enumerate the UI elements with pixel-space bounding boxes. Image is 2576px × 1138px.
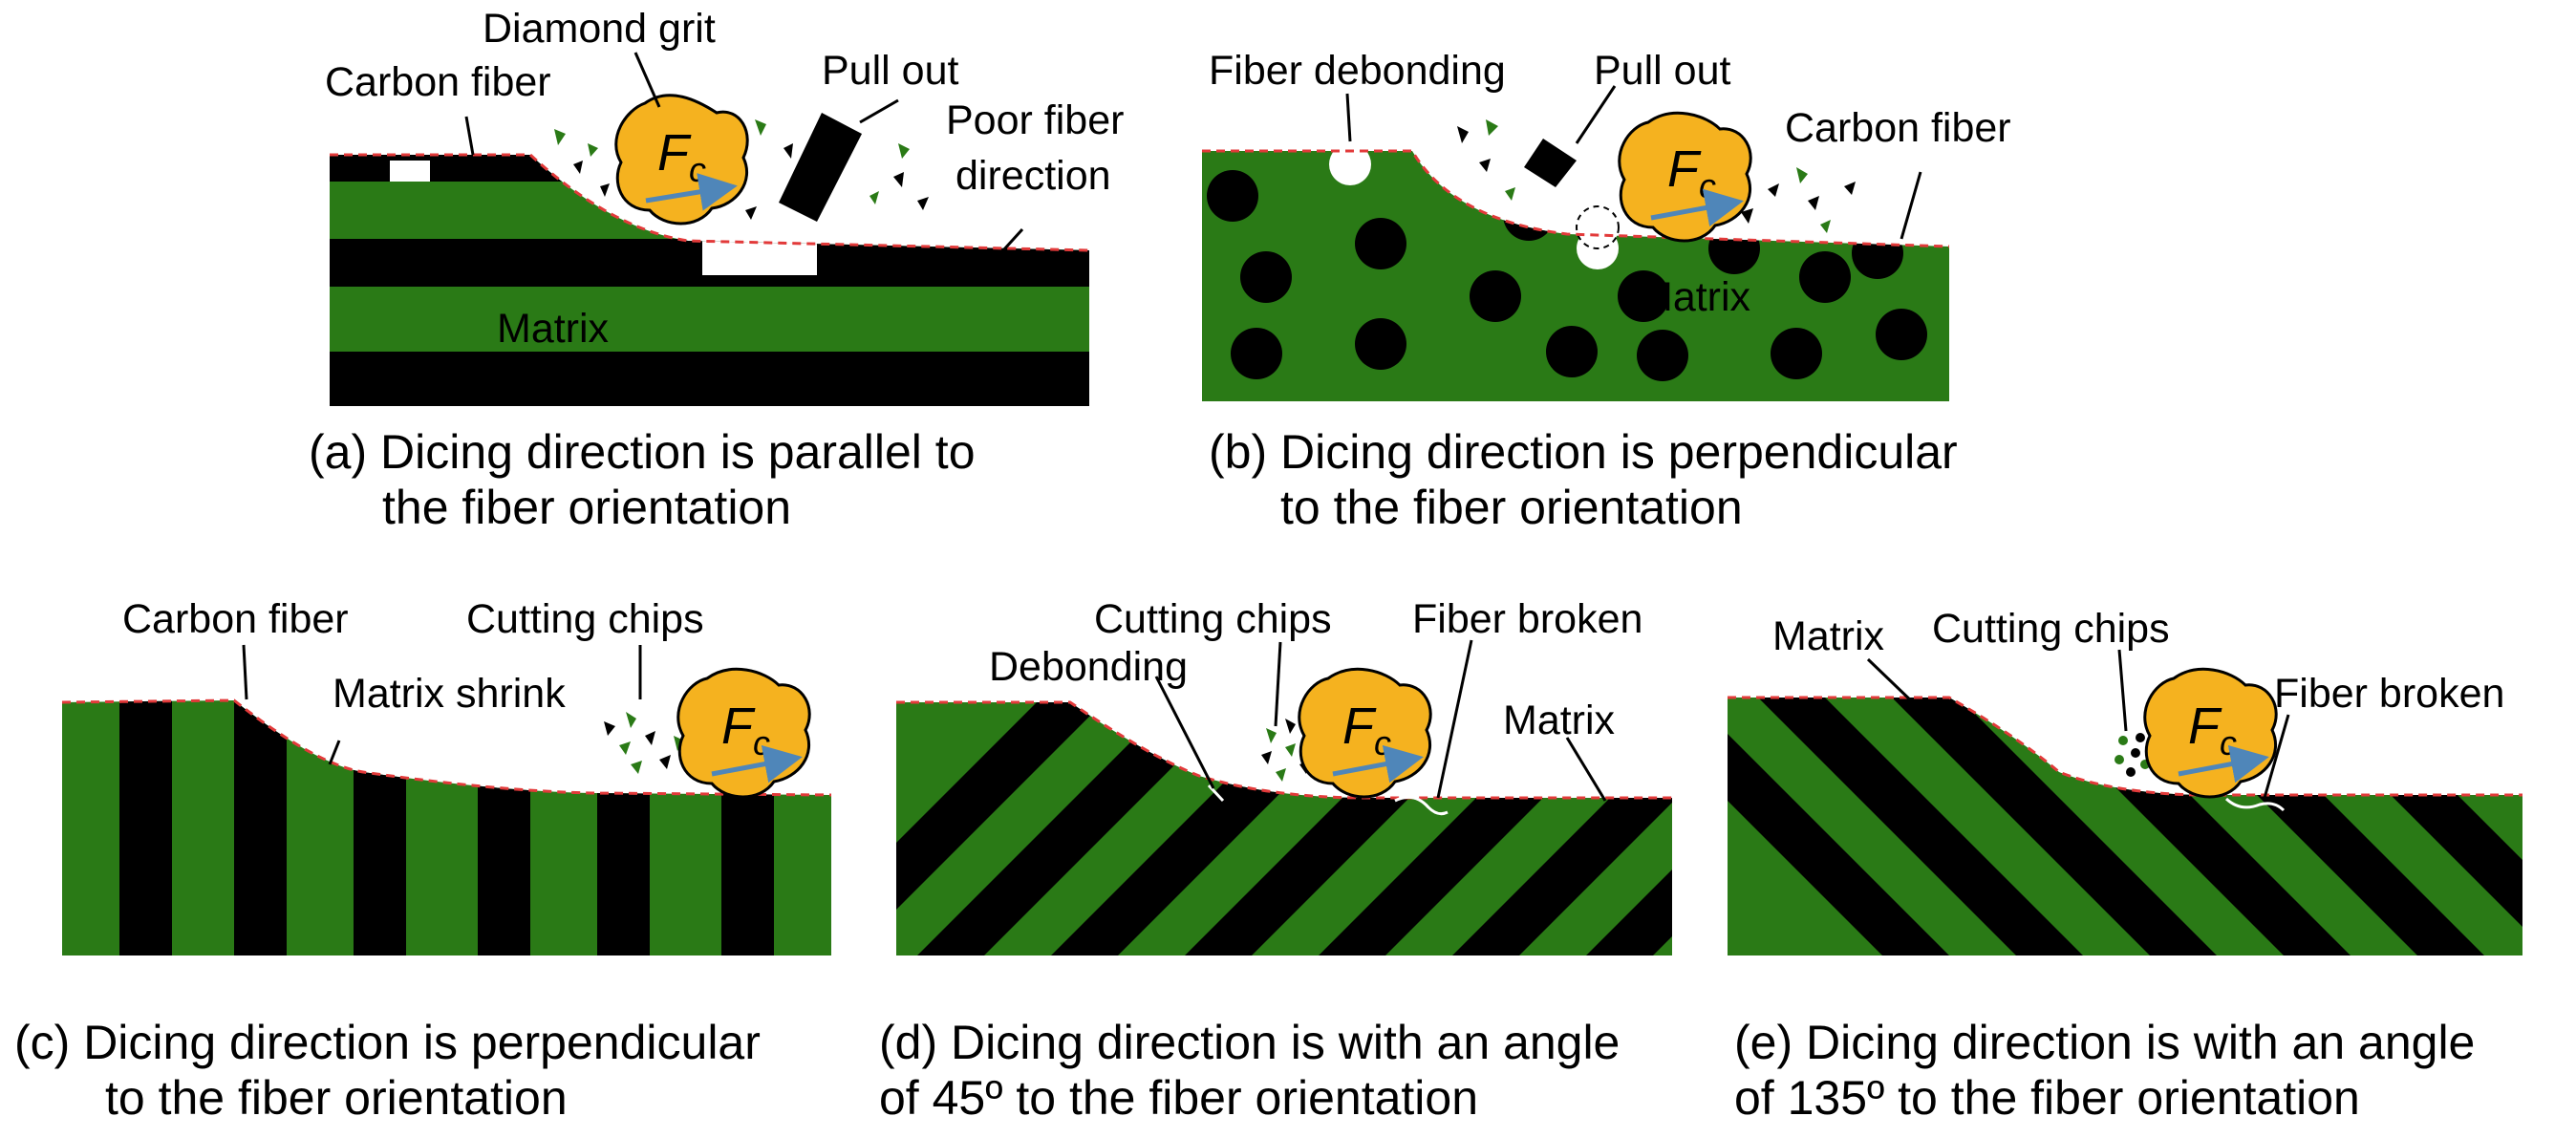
panel-d: Fc Cutting chips Fiber broken Debonding … [879,596,1672,1125]
panel-b-debonding-hole [1329,151,1371,185]
panel-d-fibers [896,702,1672,955]
panel-b-debonded-fiber-outline [1576,205,1620,249]
panel-b-chips [1457,119,1856,233]
panel-b: Fc Fiber debonding Pull out Carbon fiber… [1202,48,2011,534]
panel-c-caption-line1: (c) Dicing direction is perpendicular [14,1016,761,1069]
panel-a-pulled-out-fiber [779,113,862,222]
panel-d-caption-line1: (d) Dicing direction is with an angle [879,1016,1620,1069]
panel-c-label-carbon-fiber: Carbon fiber [122,596,349,642]
panel-e: Fc Matrix Cutting chips Fiber broken (e)… [1728,606,2522,1125]
panel-b-leaders [1345,85,1922,240]
panel-b-label-pull-out: Pull out [1594,48,1730,94]
panel-a-caption-line2: the fiber orientation [382,481,791,534]
panel-e-diamond-grit: Fc [2143,667,2278,799]
panel-b-caption-line1: (b) Dicing direction is perpendicular [1209,425,1958,479]
panel-b-fibers [1207,170,1927,381]
panel-b-diamond-grit: Fc [1618,111,1752,243]
panel-e-force-arrow [2178,744,2269,784]
panel-b-composite [1202,151,1949,401]
panel-d-composite [896,702,1672,955]
panel-c-caption-line2: to the fiber orientation [105,1071,568,1125]
panel-d-fiber-break [1394,795,1449,816]
panel-a: Fc Diamond grit Carbon fiber Pull out Po… [309,6,1124,534]
panel-a-label-direction: direction [955,153,1111,199]
panel-a-leaders [464,52,1024,252]
panel-d-label-cutting-chips: Cutting chips [1094,596,1332,642]
panel-a-profile-line [330,153,1090,252]
panel-d-profile-line [896,700,1672,800]
panel-e-label-matrix: Matrix [1772,613,1885,659]
panel-a-label-matrix: Matrix [497,306,610,352]
panel-c-leaders [242,644,642,765]
panel-a-force-arrow [645,173,738,211]
panel-b-pulled-out-fiber [1524,139,1577,187]
panel-b-label-fiber-debonding: Fiber debonding [1209,48,1506,94]
panel-c-profile-line [61,698,832,797]
panel-a-pullout-cavity [702,239,817,275]
panel-b-label-matrix: Matrix [1639,274,1751,320]
panel-a-caption-line1: (a) Dicing direction is parallel to [309,425,976,479]
panel-b-force-arrow [1650,188,1744,227]
panel-e-label-cutting-chips: Cutting chips [1932,606,2170,652]
panel-e-leaders [1866,649,2290,799]
panel-d-diamond-grit: Fc [1298,667,1432,799]
panel-c-label-cutting-chips: Cutting chips [466,596,704,642]
panel-a-chips [554,119,929,220]
panel-c-force-arrow [711,744,803,784]
panel-d-label-debonding: Debonding [989,644,1188,690]
panel-d-force-arrow [1332,744,1424,784]
panel-e-composite [1728,698,2522,955]
panel-c-diamond-grit: Fc [676,667,811,799]
panel-a-fiber-layer-bottom [330,352,1089,406]
panel-a-label-diamond-grit: Diamond grit [483,6,716,52]
panel-a-force-symbol: Fc [657,124,706,189]
panel-d-debonding-crack [1207,784,1225,803]
panel-c: Fc Carbon fiber Cutting chips Matrix shr… [14,596,832,1125]
panel-d-leaders [1154,639,1607,802]
panel-c-label-matrix-shrink: Matrix shrink [333,671,566,717]
panel-a-label-poor-fiber: Poor fiber [946,97,1124,143]
panel-c-chips [604,712,684,774]
panel-b-profile-line [1202,149,1950,248]
panel-d-force-symbol: Fc [1342,698,1391,762]
panel-a-diamond-grit: Fc [614,94,749,225]
panel-b-caption-line2: to the fiber orientation [1280,481,1743,534]
panel-e-caption-line1: (e) Dicing direction is with an angle [1734,1016,2475,1069]
panel-d-label-fiber-broken: Fiber broken [1412,596,1642,642]
panel-d-caption-line2: of 45º to the fiber orientation [879,1071,1478,1125]
panel-e-fiber-break [2224,797,2286,812]
panel-e-profile-line [1728,696,2522,797]
panel-a-void [390,161,430,182]
panel-a-label-carbon-fiber: Carbon fiber [325,59,551,105]
panel-e-label-fiber-broken: Fiber broken [2274,671,2504,717]
panel-d-label-matrix: Matrix [1503,698,1616,743]
panel-a-label-pull-out: Pull out [822,48,958,94]
panel-e-caption-line2: of 135º to the fiber orientation [1734,1071,2360,1125]
panel-b-label-carbon-fiber: Carbon fiber [1785,105,2011,151]
panel-e-force-symbol: Fc [2188,698,2237,762]
